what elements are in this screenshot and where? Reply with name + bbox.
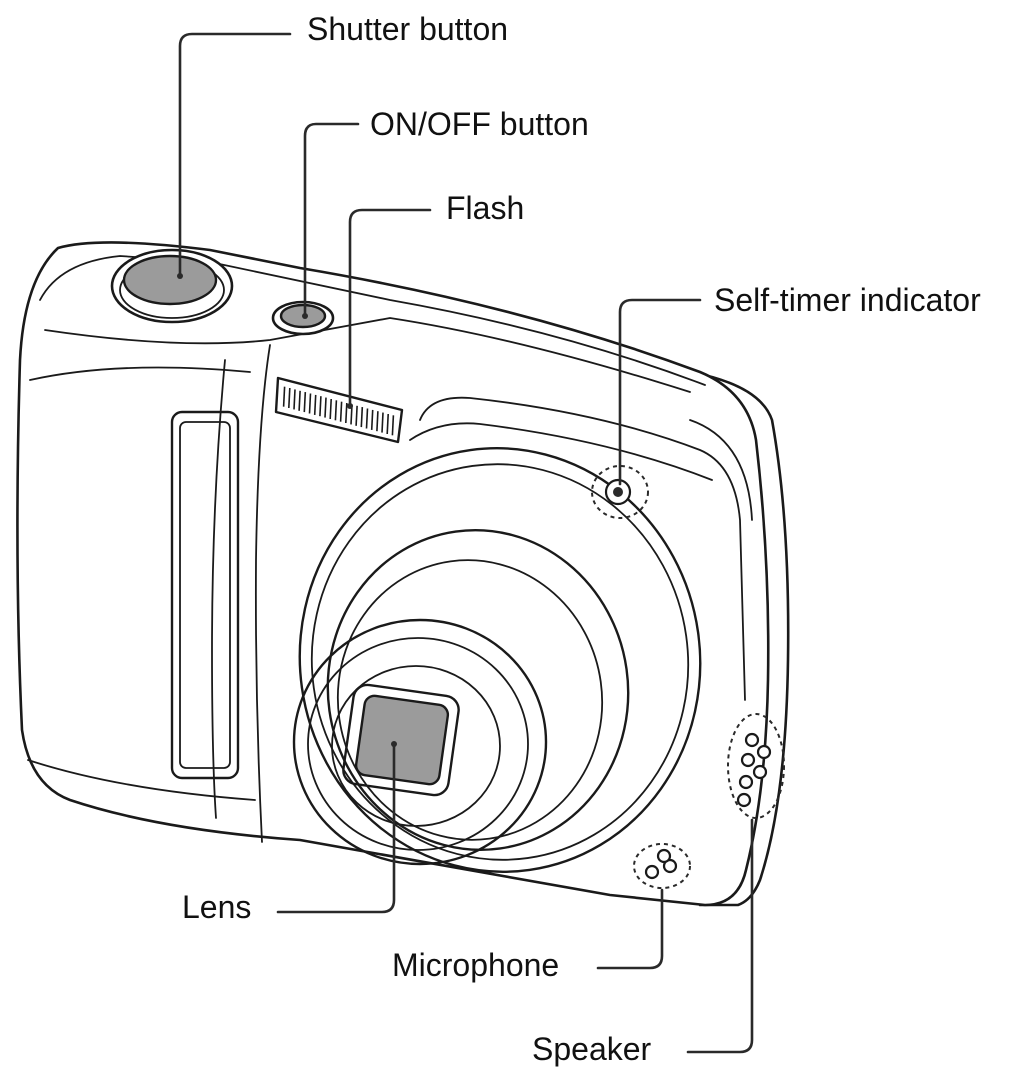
- grip-strip: [170, 410, 240, 780]
- front-bevel-2: [409, 422, 713, 481]
- label-speaker: Speaker: [532, 1031, 652, 1067]
- flash-rib: [345, 402, 348, 424]
- label-on-off-button: ON/OFF button: [370, 106, 589, 142]
- flash-rib: [319, 396, 322, 417]
- flash-ribs: [282, 386, 395, 436]
- flash-rib: [298, 390, 301, 411]
- flash-rib: [360, 407, 364, 428]
- camera-top-plate: [39, 255, 706, 386]
- microphone-holes: [633, 843, 691, 889]
- flash-rib: [288, 387, 291, 409]
- flash-rib: [391, 415, 395, 436]
- flash-window: [274, 376, 404, 444]
- front-bevel: [419, 396, 746, 701]
- flash-rib: [339, 401, 343, 422]
- label-self-timer-indicator: Self-timer indicator: [714, 282, 981, 318]
- labels: Shutter button ON/OFF button Flash Self-…: [182, 11, 981, 1067]
- camera-top-ridge: [44, 317, 691, 393]
- flash-rib: [303, 392, 307, 413]
- leader-microphone: [596, 888, 664, 970]
- grip-strip-inner: [179, 421, 231, 769]
- leader-shutter-button: [178, 32, 292, 276]
- flash-rib: [293, 389, 296, 410]
- grip-edge: [254, 344, 271, 843]
- leader-on-off-button: [303, 122, 360, 316]
- leader-lens: [276, 744, 396, 914]
- front-bevel-3: [689, 419, 753, 521]
- speaker-holes: [727, 713, 785, 819]
- leader-self-timer: [618, 298, 702, 486]
- flash-rib: [313, 394, 317, 415]
- flash-rib: [370, 409, 374, 430]
- lens-assembly: [292, 447, 702, 873]
- flash-rib: [376, 411, 379, 432]
- flash-rib: [386, 413, 389, 435]
- flash-rib: [334, 400, 338, 421]
- label-shutter-button: Shutter button: [307, 11, 508, 47]
- self-timer-lamp: [591, 465, 649, 519]
- leader-lines: [177, 32, 754, 1054]
- leader-speaker: [686, 818, 754, 1054]
- label-flash: Flash: [446, 190, 524, 226]
- shutter-button-shape: [110, 248, 234, 324]
- flash-rib: [329, 398, 332, 420]
- flash-rib: [365, 408, 369, 429]
- flash-rib: [308, 393, 312, 414]
- camera-illustration: [16, 241, 790, 907]
- flash-rib: [381, 412, 384, 433]
- flash-rib: [282, 386, 286, 407]
- label-lens: Lens: [182, 889, 251, 925]
- flash-rib: [324, 397, 327, 418]
- leader-flash: [348, 208, 432, 406]
- flash-rib: [355, 405, 358, 426]
- label-microphone: Microphone: [392, 947, 559, 983]
- grip-front: [27, 366, 256, 801]
